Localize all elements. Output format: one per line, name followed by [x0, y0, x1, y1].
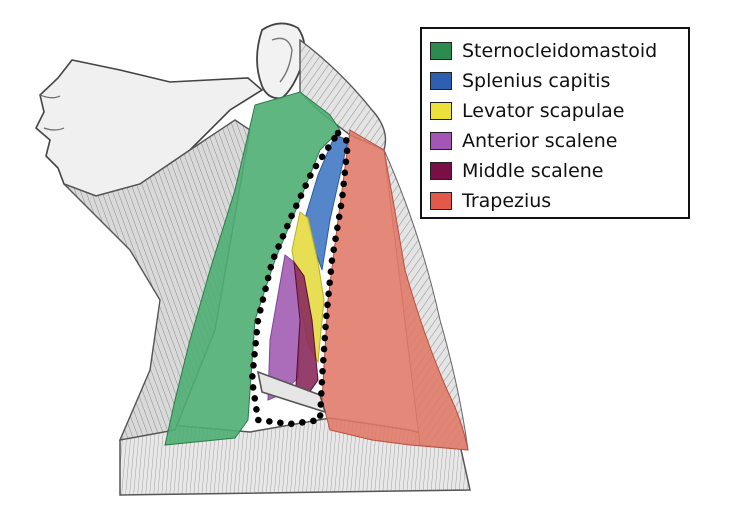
- legend-item-middle-scalene: Middle scalene: [430, 156, 680, 186]
- middle-scalene-region: [293, 260, 319, 401]
- trapezius-region: [321, 129, 469, 451]
- legend-item-trapezius: Trapezius: [430, 186, 680, 216]
- legend-item-splenius-capitis: Splenius capitis: [430, 66, 680, 96]
- legend-label-sternocleidomastoid: Sternocleidomastoid: [462, 40, 658, 62]
- legend-swatch-sternocleidomastoid: [430, 42, 452, 60]
- legend-swatch-middle-scalene: [430, 162, 452, 180]
- legend-label-splenius-capitis: Splenius capitis: [462, 70, 611, 92]
- legend-swatch-levator-scapulae: [430, 102, 452, 120]
- legend-item-anterior-scalene: Anterior scalene: [430, 126, 680, 156]
- clavicle: [256, 370, 327, 414]
- legend-box: Sternocleidomastoid Splenius capitis Lev…: [420, 27, 690, 219]
- legend-label-levator-scapulae: Levator scapulae: [462, 100, 625, 122]
- legend-label-middle-scalene: Middle scalene: [462, 160, 604, 182]
- legend-label-anterior-scalene: Anterior scalene: [462, 130, 618, 152]
- posterior-triangle-dotted-outline: [248, 128, 352, 428]
- legend-swatch-trapezius: [430, 192, 452, 210]
- legend-swatch-splenius-capitis: [430, 72, 452, 90]
- legend-swatch-anterior-scalene: [430, 132, 452, 150]
- legend-item-levator-scapulae: Levator scapulae: [430, 96, 680, 126]
- legend-item-sternocleidomastoid: Sternocleidomastoid: [430, 36, 680, 66]
- legend-label-trapezius: Trapezius: [462, 190, 552, 212]
- sternocleidomastoid-region: [164, 91, 341, 446]
